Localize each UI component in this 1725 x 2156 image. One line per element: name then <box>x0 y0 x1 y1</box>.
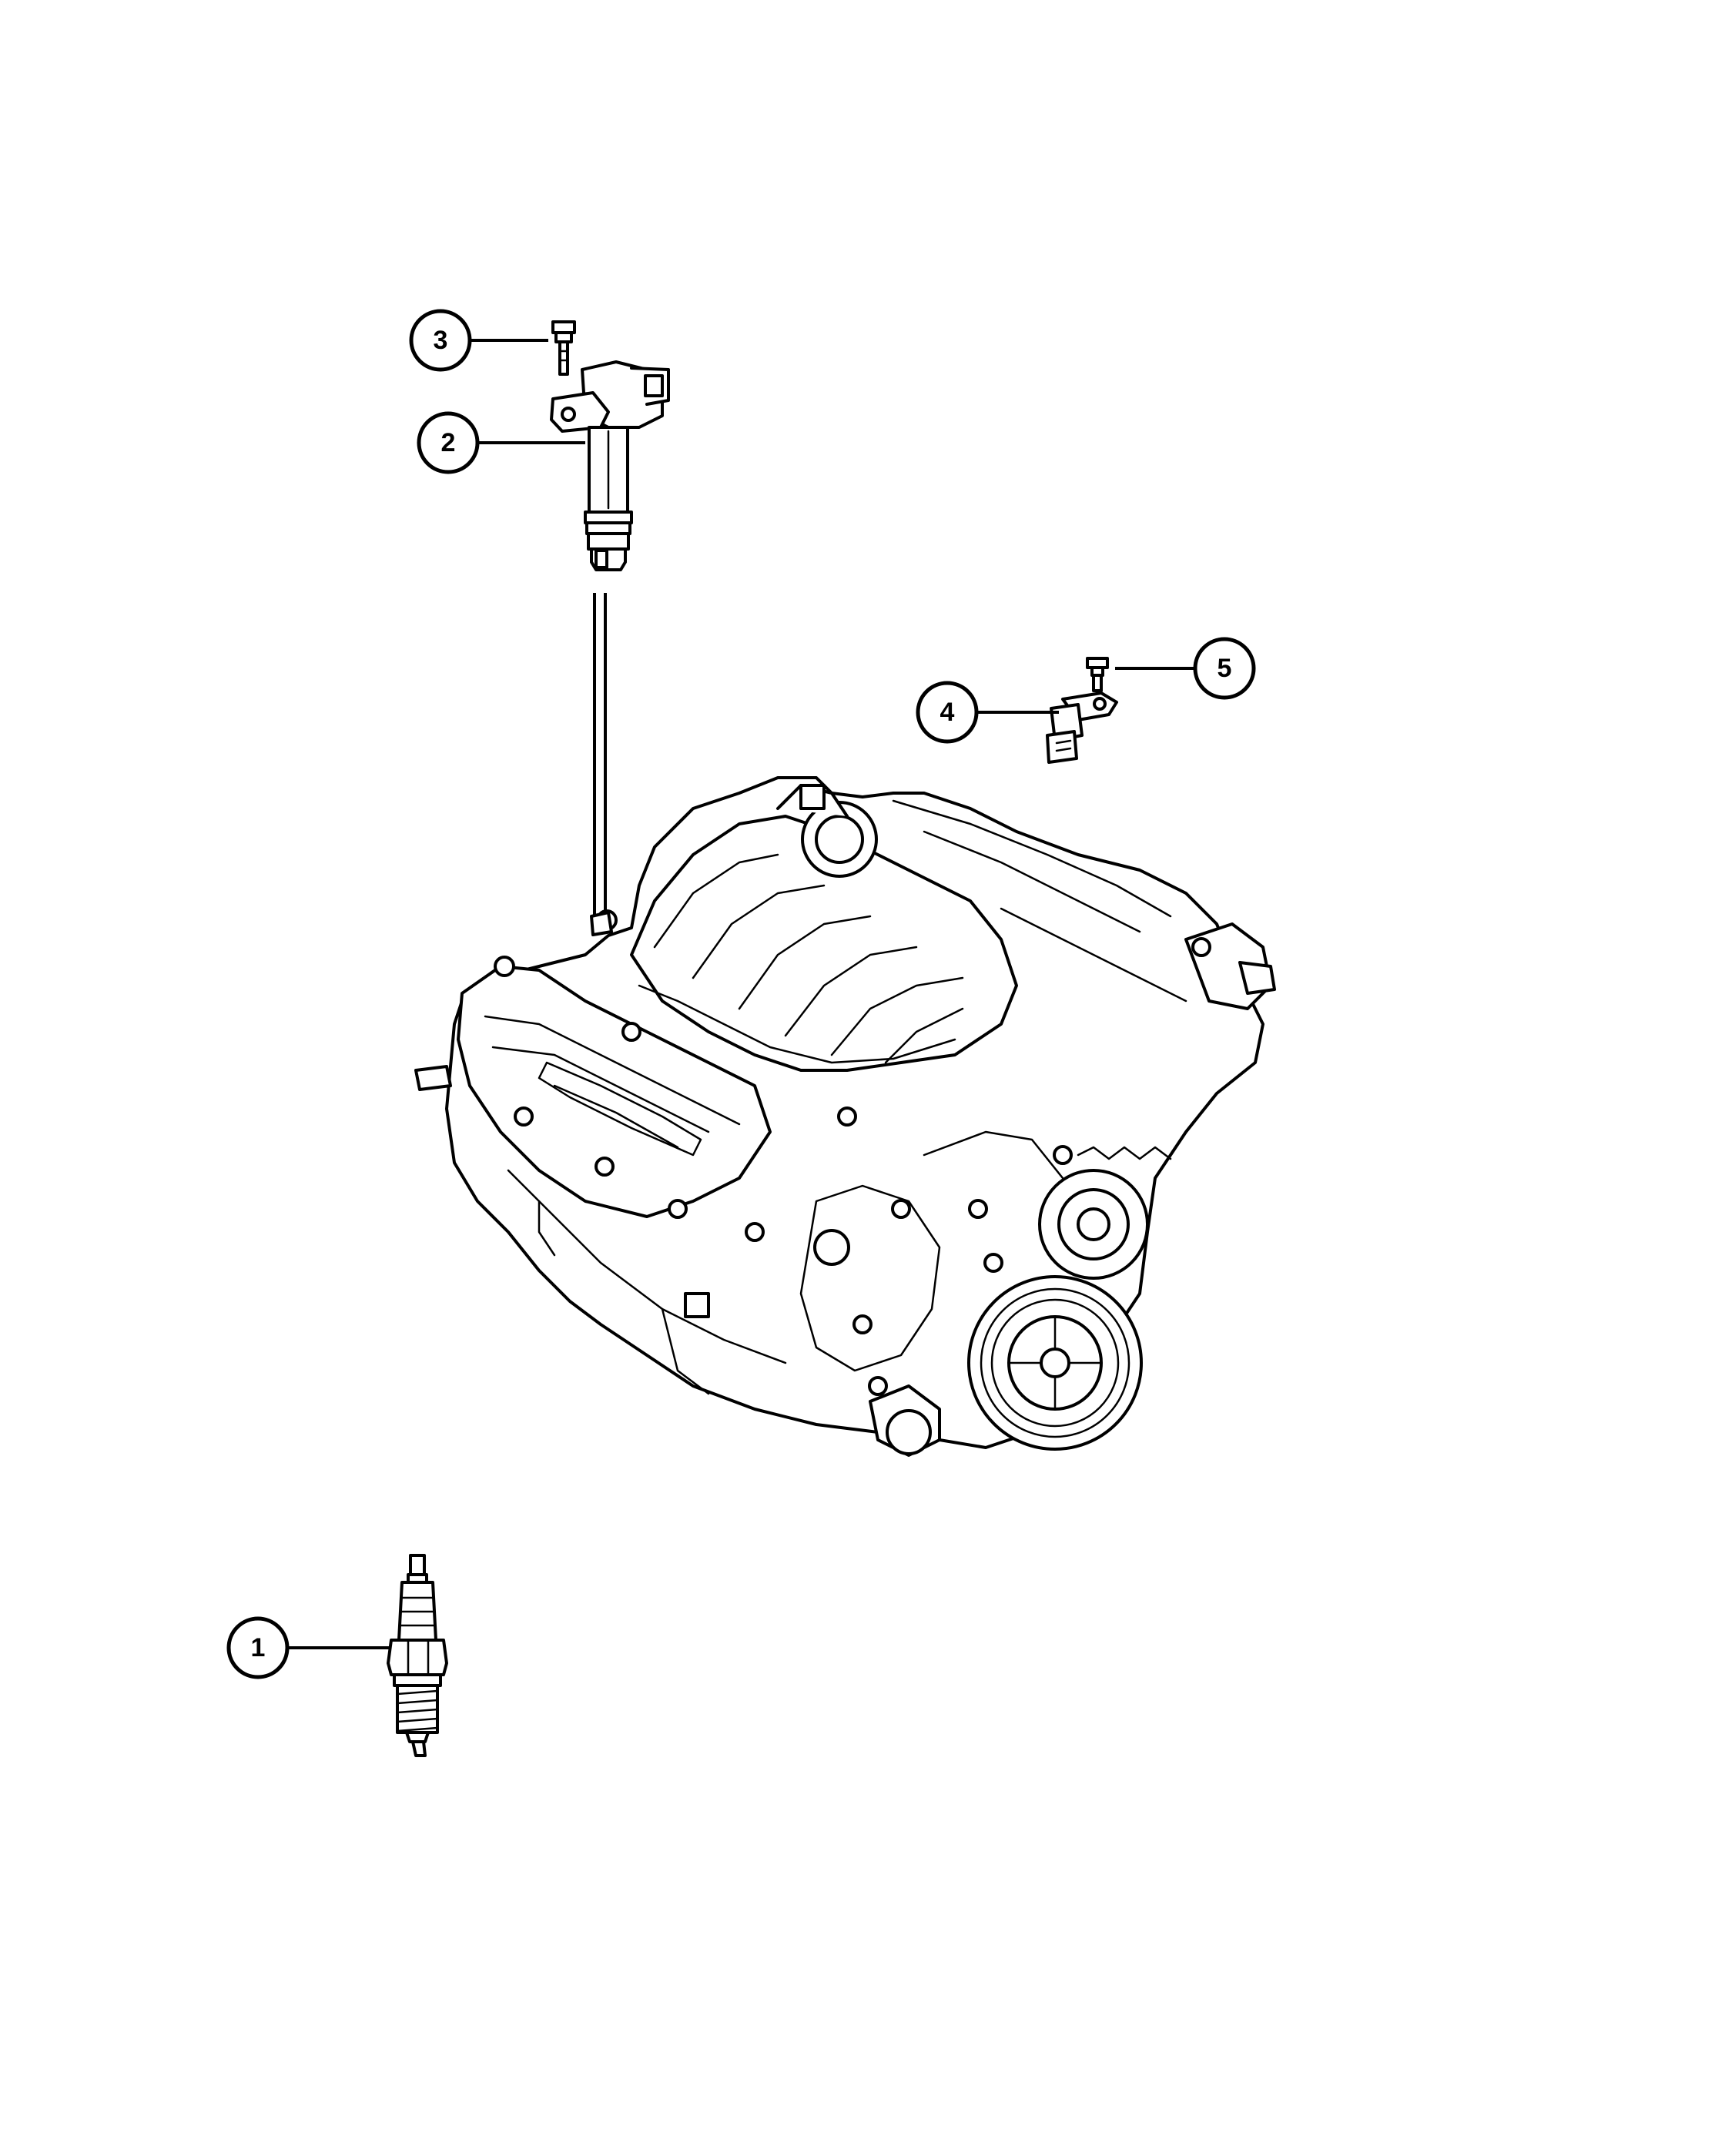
engine-illustration <box>414 776 1276 1457</box>
crankshaft-pulley <box>967 1275 1143 1451</box>
ignition-coil-illustration <box>550 360 670 571</box>
callout-2: 2 <box>417 411 585 474</box>
callout-3: 3 <box>409 309 548 372</box>
callout-4: 4 <box>916 681 1059 744</box>
water-pump-pulley <box>1038 1169 1149 1280</box>
engine-bolts <box>420 909 1211 1396</box>
alignment-lines <box>590 593 613 936</box>
callout-1: 1 <box>226 1616 389 1679</box>
coil-bolt-illustration <box>551 320 576 376</box>
callout-5-number: 5 <box>1218 654 1232 683</box>
callout-4-number: 4 <box>940 698 955 727</box>
sensor-illustration <box>1046 691 1118 764</box>
callout-5: 5 <box>1115 637 1256 700</box>
callout-3-number: 3 <box>434 326 448 355</box>
callout-1-number: 1 <box>251 1633 266 1662</box>
spark-plug-illustration <box>387 1554 448 1757</box>
sensor-bolt-illustration <box>1086 657 1109 692</box>
callout-2-number: 2 <box>441 428 456 457</box>
